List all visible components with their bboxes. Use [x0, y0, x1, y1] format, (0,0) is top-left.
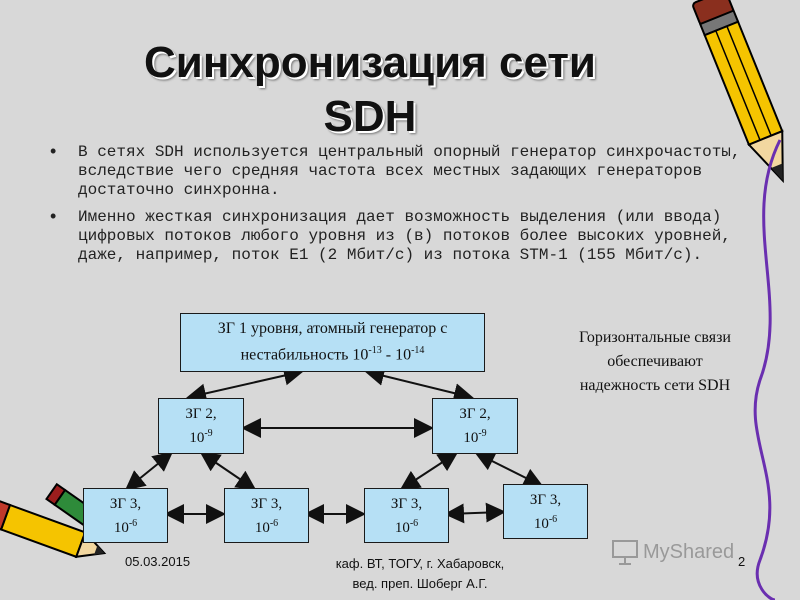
- footer-author: каф. ВТ, ТОГУ, г. Хабаровск, вед. преп. …: [335, 556, 505, 591]
- arrow-mid2-low3: [399, 451, 459, 491]
- bullet-list: В сетях SDH используется центральный опо…: [48, 142, 748, 273]
- watermark: MyShared: [610, 538, 734, 566]
- bullet-item: Именно жесткая синхронизация дает возмож…: [48, 207, 748, 265]
- presentation-icon: [612, 540, 638, 565]
- arrow-mid2-low4: [474, 452, 544, 487]
- bullet-item: В сетях SDH используется центральный опо…: [48, 142, 748, 200]
- generator-level3-box: ЗГ 3, 10-6: [83, 488, 168, 543]
- generator-level1-line1: ЗГ 1 уровня, атомный генератор с: [217, 320, 448, 338]
- slide-title-line2: SDH: [323, 92, 417, 141]
- generator-level3-box: ЗГ 3, 10-6: [224, 488, 309, 543]
- page-number: 2: [738, 554, 746, 569]
- horizontal-links-note: Горизонтальные связи обеспечивают надежн…: [578, 329, 731, 394]
- generator-level3-box: ЗГ 3, 10-6: [503, 484, 588, 539]
- arrow-top-left: [186, 365, 304, 404]
- arrow-top-right: [364, 366, 474, 403]
- arrow-low3-low4: [444, 502, 506, 524]
- generator-level1-box: ЗГ 1 уровня, атомный генератор с нестаби…: [180, 313, 485, 372]
- generator-level3-box: ЗГ 3, 10-6: [364, 488, 449, 543]
- arrow-mid1-low2: [199, 451, 257, 491]
- footer-date: 05.03.2015: [125, 554, 191, 569]
- slide-title-line1: Синхронизация сети: [144, 38, 596, 87]
- generator-level1-line2: нестабильность 10-13 - 10-14: [240, 345, 425, 364]
- generator-level2-box: ЗГ 2, 10-9: [158, 398, 244, 454]
- arrow-mid1-low1: [124, 451, 174, 491]
- generator-level2-box: ЗГ 2, 10-9: [432, 398, 518, 454]
